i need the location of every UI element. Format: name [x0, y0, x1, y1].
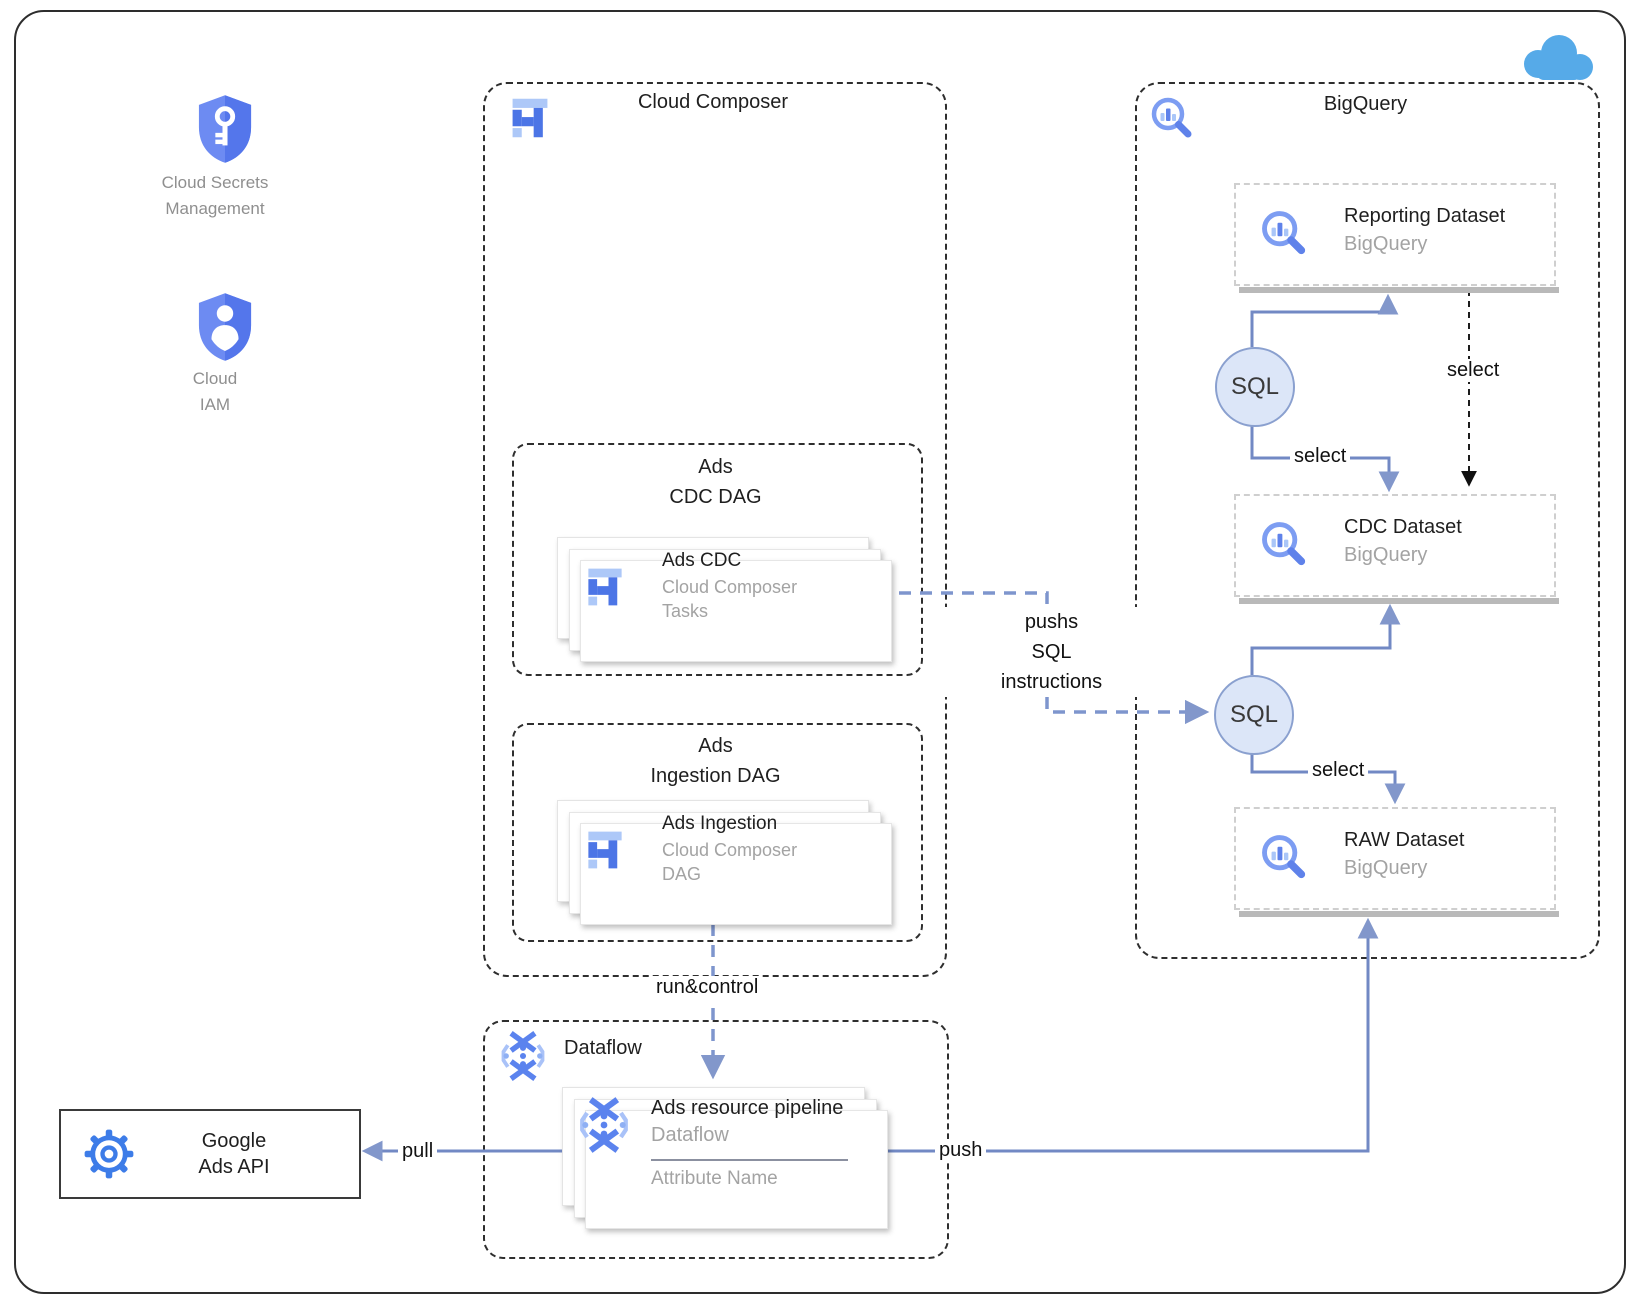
ads-ingestion-card-title: Ads Ingestion	[662, 813, 778, 834]
ads-cdc-dag-group	[512, 443, 923, 676]
cloud-iam-label-line1: Cloud	[192, 369, 238, 388]
ads-cdc-dag-title-line2: CDC DAG	[669, 486, 762, 508]
reporting-dataset-subtitle: BigQuery	[1344, 233, 1428, 255]
edge-push	[870, 917, 1379, 1153]
google-ads-api-label-line2: Ads API	[198, 1156, 270, 1178]
raw-dataset-title: RAW Dataset	[1344, 829, 1465, 851]
dataflow-card-title: Ads resource pipeline	[651, 1097, 844, 1119]
reporting-dataset-card: Reporting Dataset BigQuery	[1234, 183, 1559, 293]
edge-sql1-to-reporting	[1250, 293, 1399, 347]
edge-label-select-sql1: select	[1290, 445, 1351, 468]
dataflow-card-attribute: Attribute Name	[651, 1168, 778, 1189]
cloud-secrets-label-line1: Cloud Secrets	[161, 173, 269, 192]
google-ads-api-box: Google Ads API	[59, 1109, 361, 1199]
cloud-composer-title: Cloud Composer	[637, 91, 789, 113]
dataflow-icon	[580, 1097, 628, 1153]
raw-dataset-card: RAW Dataset BigQuery	[1234, 807, 1559, 917]
ads-cdc-dag-title: Ads CDC DAG	[512, 452, 919, 512]
ads-cdc-card-subtitle2: Tasks	[662, 601, 709, 622]
sql-node-2: SQL	[1214, 675, 1294, 755]
raw-dataset-subtitle: BigQuery	[1344, 857, 1428, 879]
edge-label-select-reporting: select	[1443, 359, 1504, 382]
dataflow-card-subtitle: Dataflow	[651, 1124, 729, 1146]
edge-label-pushs-sql-instructions: pushs SQL instructions	[940, 607, 1163, 697]
google-ads-api-label-line1: Google	[201, 1130, 267, 1152]
ads-ingestion-dag-title-line2: Ingestion DAG	[650, 765, 781, 787]
dataflow-icon	[501, 1031, 545, 1081]
cloud-composer-icon	[588, 831, 622, 869]
edge-label-select-sql2: select	[1308, 759, 1369, 782]
ads-ingestion-dag-group	[512, 723, 923, 942]
edge-label-run-control: run&control	[652, 976, 763, 999]
bigquery-icon	[1151, 97, 1192, 138]
cdc-dataset-title: CDC Dataset	[1344, 516, 1462, 538]
gear-icon	[84, 1129, 134, 1179]
edge-sql2-to-cdc	[1250, 603, 1401, 675]
edge-label-pushs-line1: pushs	[1024, 611, 1079, 633]
cloud-secrets-label-line2: Management	[165, 199, 265, 219]
cdc-dataset-card: CDC Dataset BigQuery	[1234, 494, 1559, 604]
edge-cdc-card-to-sql2	[878, 591, 1210, 725]
ads-ingestion-card: Ads Ingestion Cloud Composer DAG	[557, 800, 892, 925]
ads-cdc-card-title: Ads CDC	[662, 550, 742, 571]
bigquery-title: BigQuery	[1323, 93, 1408, 115]
cloud-iam-label: Cloud IAM	[115, 366, 315, 419]
edge-label-pull: pull	[398, 1140, 438, 1163]
ads-ingestion-dag-title: Ads Ingestion DAG	[512, 731, 919, 791]
edge-label-pushs-line2: SQL	[1031, 641, 1072, 663]
shield-person-icon	[198, 293, 252, 361]
reporting-dataset-title: Reporting Dataset	[1344, 205, 1506, 227]
dataflow-title: Dataflow	[564, 1037, 642, 1059]
cloud-iam-label-line2: IAM	[199, 395, 231, 415]
ads-ingestion-dag-title-line1: Ads	[698, 735, 733, 757]
cdc-dataset-subtitle: BigQuery	[1344, 544, 1428, 566]
google-ads-api-label: Google Ads API	[135, 1128, 359, 1180]
shield-key-icon	[198, 95, 252, 163]
bigquery-icon	[1262, 835, 1306, 879]
cloud-composer-icon	[512, 98, 548, 138]
dataflow-card-divider	[651, 1159, 848, 1161]
edge-label-pushs-line3: instructions	[1000, 671, 1103, 693]
ads-resource-pipeline-card: Ads resource pipeline Dataflow Attribute…	[562, 1087, 888, 1229]
ads-cdc-card-subtitle1: Cloud Composer	[662, 577, 798, 597]
cloud-icon	[1524, 35, 1593, 80]
bigquery-icon	[1262, 211, 1306, 255]
sql-node-1: SQL	[1215, 347, 1295, 427]
ads-cdc-card: Ads CDC Cloud Composer Tasks	[557, 537, 892, 662]
ads-ingestion-card-subtitle1: Cloud Composer	[662, 840, 798, 860]
edge-label-push: push	[935, 1139, 987, 1162]
bigquery-icon	[1262, 522, 1306, 566]
cloud-composer-icon	[588, 568, 622, 606]
cloud-secrets-label: Cloud Secrets Management	[115, 170, 315, 223]
ads-ingestion-card-subtitle2: DAG	[662, 864, 702, 885]
ads-cdc-dag-title-line1: Ads	[698, 456, 733, 478]
